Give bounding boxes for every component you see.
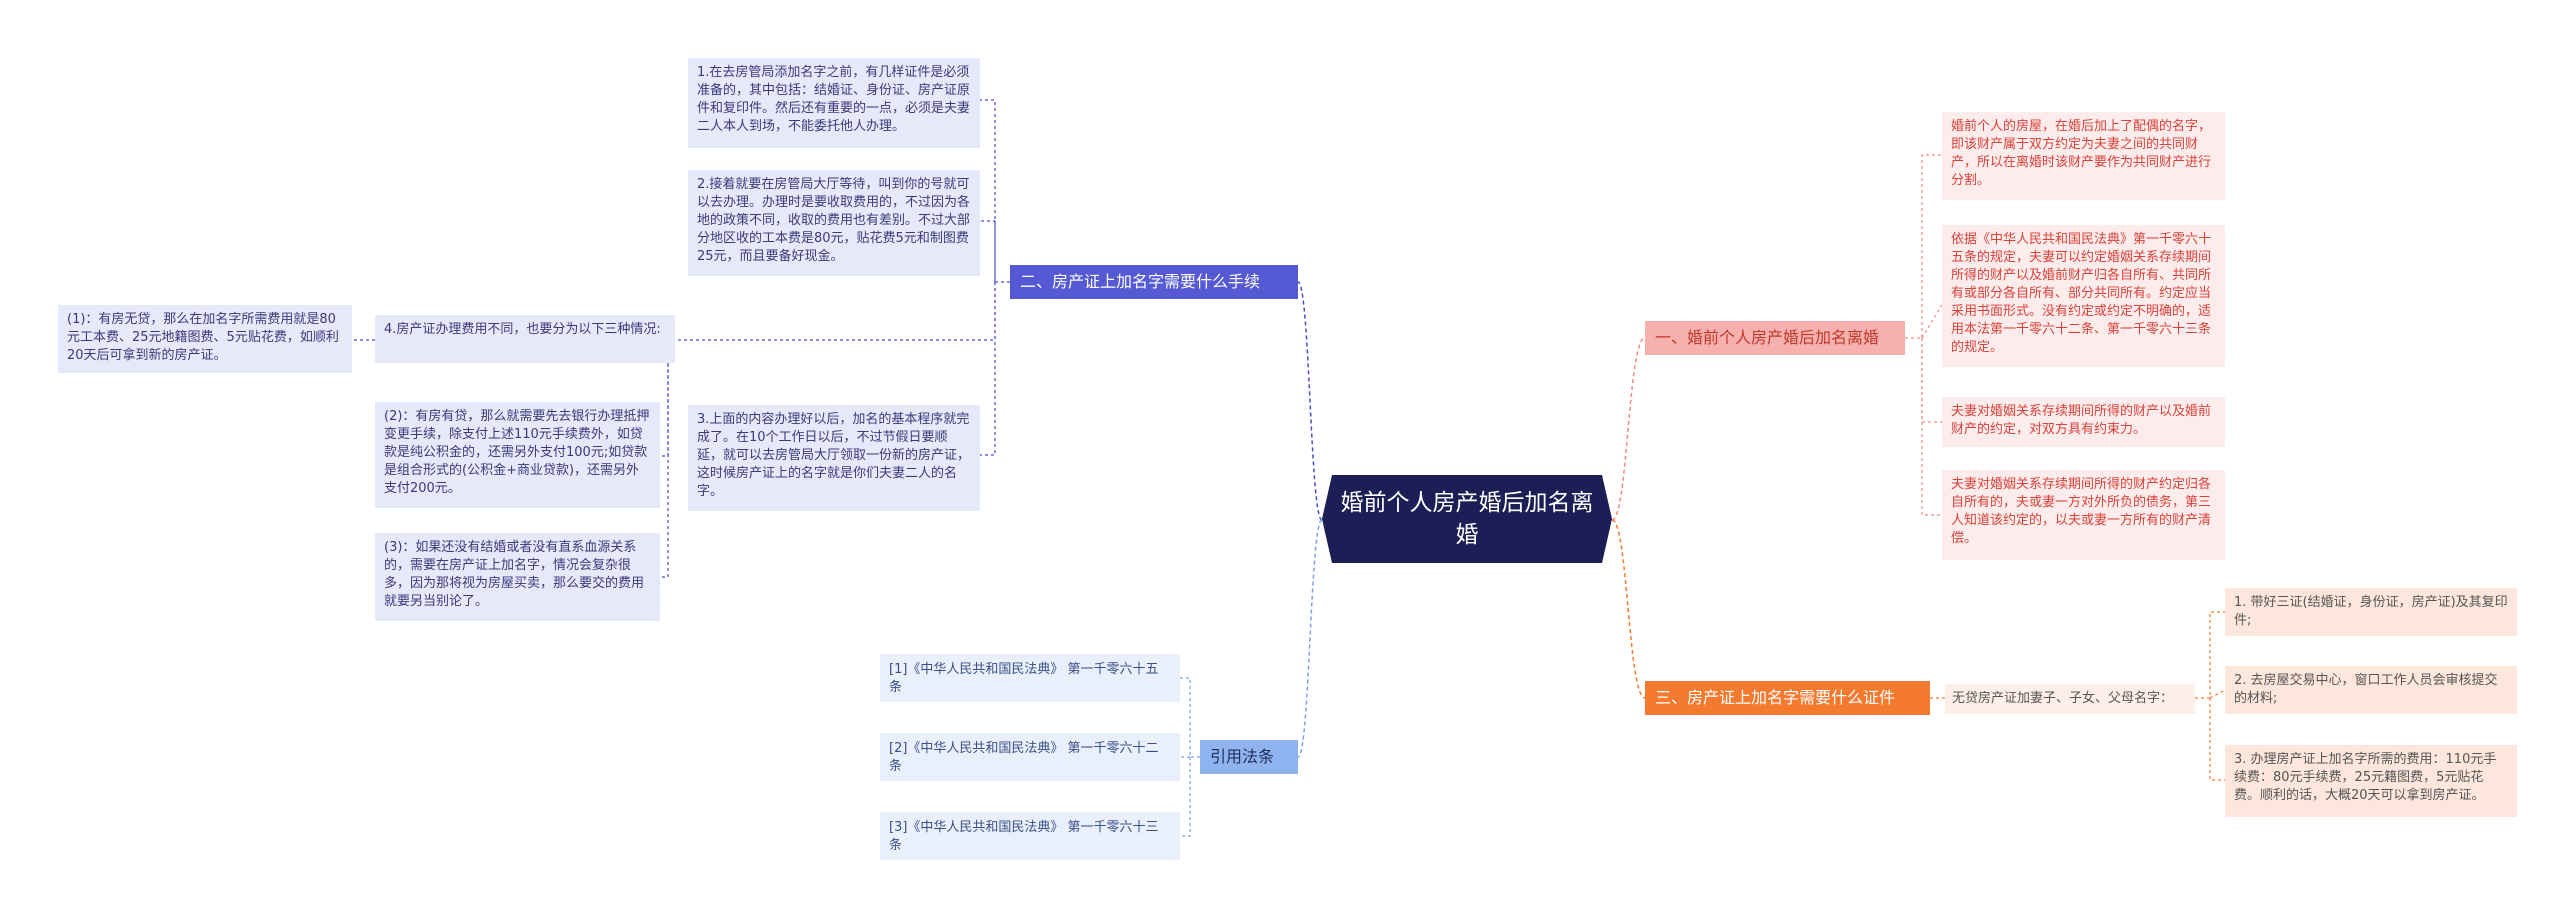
documents-condition[interactable]: 无贷房产证加妻子、子女、父母名字： <box>1945 684 2195 714</box>
divorce-item-2[interactable]: 依据《中华人民共和国民法典》第一千零六十五条的规定，夫妻可以约定婚姻关系存续期间… <box>1942 225 2225 367</box>
root-topic[interactable]: 婚前个人房产婚后加名离婚 <box>1322 475 1612 563</box>
citation-item-1[interactable]: [1]《中华人民共和国民法典》 第一千零六十五条 <box>880 654 1180 702</box>
divorce-item-3[interactable]: 夫妻对婚姻关系存续期间所得的财产以及婚前财产的约定，对双方具有约束力。 <box>1942 397 2225 447</box>
branch-divorce[interactable]: 一、婚前个人房产婚后加名离婚 <box>1645 321 1905 355</box>
link-root-procedure <box>1297 281 1323 521</box>
divorce-item-1[interactable]: 婚前个人的房屋，在婚后加上了配偶的名字，即该财产属于双方约定为夫妻之间的共同财产… <box>1942 112 2225 200</box>
link-root-citation <box>1297 519 1323 758</box>
procedure-step-1[interactable]: 1.在去房管局添加名字之前，有几样证件是必须准备的，其中包括：结婚证、身份证、房… <box>688 58 980 148</box>
link-root-divorce <box>1611 337 1646 521</box>
citation-item-2[interactable]: [2]《中华人民共和国民法典》 第一千零六十二条 <box>880 733 1180 781</box>
documents-item-1[interactable]: 1. 带好三证(结婚证，身份证，房产证)及其复印件; <box>2225 588 2517 636</box>
fee-case-1[interactable]: (1)：有房无贷，那么在加名字所需费用就是80元工本费、25元地籍图费、5元贴花… <box>58 305 352 373</box>
citation-item-3[interactable]: [3]《中华人民共和国民法典》 第一千零六十三条 <box>880 812 1180 860</box>
branch-procedure[interactable]: 二、房产证上加名字需要什么手续 <box>1010 265 1298 299</box>
fee-case-2[interactable]: (2)：有房有贷，那么就需要先去银行办理抵押变更手续，除支付上述110元手续费外… <box>375 402 660 508</box>
documents-item-3[interactable]: 3. 办理房产证上加名字所需的费用：110元手续费：80元手续费，25元籍图费，… <box>2225 745 2517 817</box>
branch-citation[interactable]: 引用法条 <box>1200 740 1298 774</box>
fee-case-3[interactable]: (3)：如果还没有结婚或者没有直系血源关系的，需要在房产证上加名字，情况会复杂很… <box>375 533 660 621</box>
branch-documents[interactable]: 三、房产证上加名字需要什么证件 <box>1645 681 1930 715</box>
procedure-step-3[interactable]: 3.上面的内容办理好以后，加名的基本程序就完成了。在10个工作日以后，不过节假日… <box>688 405 980 511</box>
procedure-step-4[interactable]: 4.房产证办理费用不同，也要分为以下三种情况: <box>375 315 675 363</box>
procedure-step-2[interactable]: 2.接着就要在房管局大厅等待，叫到你的号就可以去办理。办理时是要收取费用的，不过… <box>688 170 980 276</box>
documents-item-2[interactable]: 2. 去房屋交易中心，窗口工作人员会审核提交的材料; <box>2225 666 2517 714</box>
link-root-documents <box>1611 519 1646 699</box>
divorce-item-4[interactable]: 夫妻对婚姻关系存续期间所得的财产约定归各自所有的，夫或妻一方对外所负的债务，第三… <box>1942 470 2225 560</box>
